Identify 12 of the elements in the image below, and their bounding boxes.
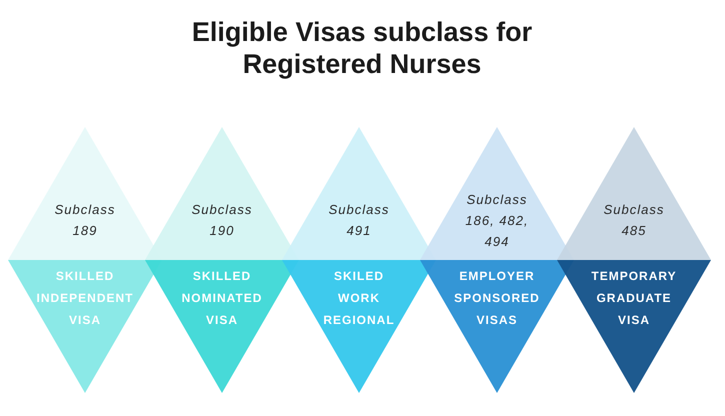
subclass-number: Subclass 189 [54,201,116,240]
title: Eligible Visas subclass for Registered Nurses [190,16,534,80]
visa-diamond [557,127,711,393]
visa-name: EMPLOYER SPONSORED VISAS [453,268,541,329]
subclass-number: Subclass 485 [602,201,666,240]
subclass-number: Subclass 491 [328,201,390,240]
visa-name: SKILED WORK REGIONAL [322,268,396,329]
visa-name: SKILLED INDEPENDENT VISA [35,268,134,329]
visa-name: TEMPORARY GRADUATE VISA [590,268,678,329]
subclass-number: Subclass 190 [190,201,254,240]
visa-name: SKILLED NOMINATED VISA [180,268,264,329]
subclass-number: Subclass 186, 482, 494 [464,190,530,250]
